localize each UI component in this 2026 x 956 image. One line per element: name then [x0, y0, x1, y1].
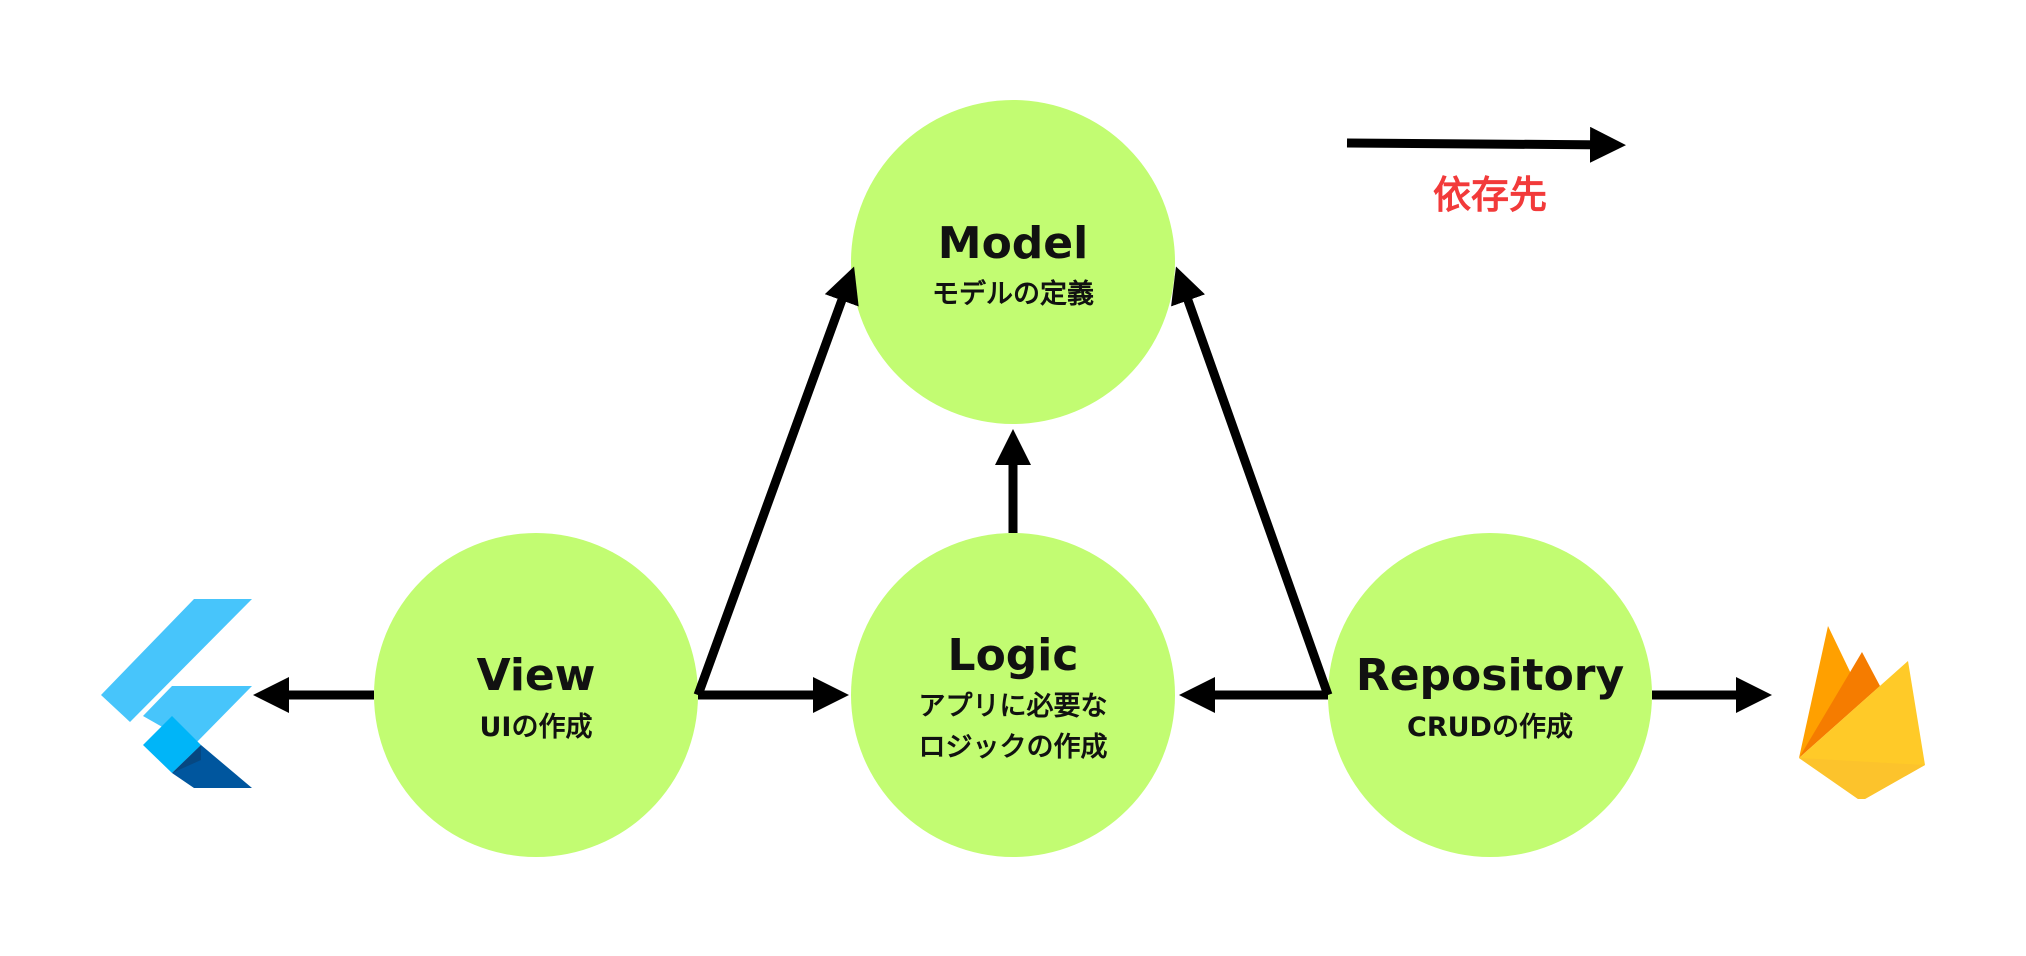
repository-circle — [1328, 533, 1652, 857]
logic-title: Logic — [948, 630, 1079, 681]
view-subtitle: UIの作成 — [480, 712, 593, 743]
legend: 依存先 — [1346, 126, 1626, 217]
model-subtitle: モデルの定義 — [932, 278, 1094, 310]
logic-subtitle-line2: ロジックの作成 — [919, 732, 1108, 763]
model-title: Model — [938, 218, 1088, 269]
view-title: View — [477, 650, 596, 701]
firebase-logo-icon — [1799, 626, 1925, 799]
view-circle — [374, 533, 698, 857]
arrow-view-to-model — [693, 266, 859, 697]
arrow-repository-to-model — [1171, 266, 1333, 697]
logic-subtitle-line1: アプリに必要な — [919, 691, 1108, 722]
model-circle — [851, 100, 1175, 424]
legend-label: 依存先 — [1433, 173, 1547, 217]
view-node: View UIの作成 — [374, 533, 698, 857]
dependency-arrows — [253, 266, 1772, 713]
repository-title: Repository — [1356, 650, 1624, 701]
repository-node: Repository CRUDの作成 — [1328, 533, 1652, 857]
logic-circle — [851, 533, 1175, 857]
logic-node: Logic アプリに必要な ロジックの作成 — [851, 533, 1175, 857]
legend-arrow — [1346, 126, 1626, 163]
repository-subtitle: CRUDの作成 — [1407, 712, 1573, 743]
flutter-logo-icon — [101, 599, 252, 788]
model-node: Model モデルの定義 — [851, 100, 1175, 424]
